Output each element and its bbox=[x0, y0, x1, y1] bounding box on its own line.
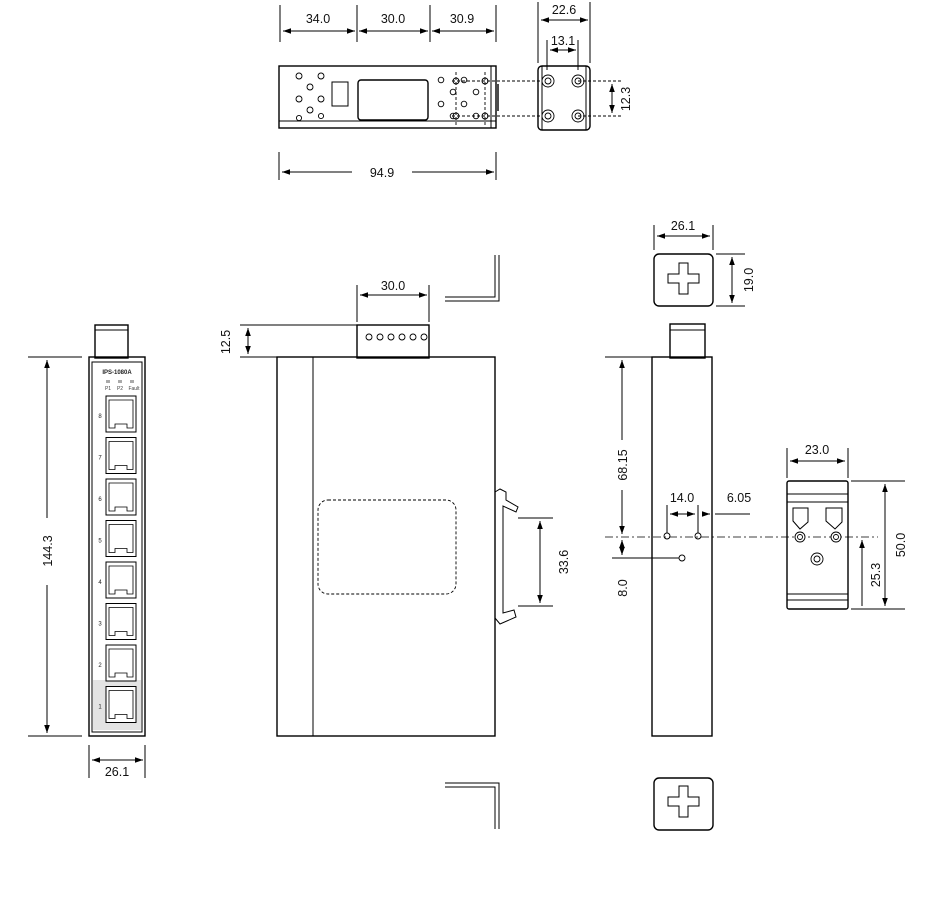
dim-clip-h: 50.0 bbox=[894, 533, 908, 557]
bracket-detail: 22.6 13.1 12.3 bbox=[537, 2, 633, 131]
dim-plate-h: 19.0 bbox=[742, 268, 756, 292]
rj45-port: 7 bbox=[98, 437, 137, 474]
front-model: IPS-1080A bbox=[102, 370, 132, 376]
rj45-port: 2 bbox=[98, 644, 137, 682]
rj45-port: 5 bbox=[98, 520, 137, 557]
rj45-port: 8 bbox=[98, 395, 137, 433]
dim-clip-hole-h: 25.3 bbox=[869, 563, 883, 587]
port-number: 5 bbox=[98, 539, 102, 545]
port-number: 4 bbox=[98, 580, 102, 586]
dim-side-rail-h: 33.6 bbox=[557, 550, 571, 574]
dim-rear-hole-offset: 6.05 bbox=[727, 491, 751, 505]
port-number: 8 bbox=[98, 414, 102, 420]
port-number: 1 bbox=[98, 705, 102, 711]
dim-rear-hole-spacing: 14.0 bbox=[670, 491, 694, 505]
top-view: 34.0 30.0 30.9 bbox=[278, 5, 547, 180]
port-number: 2 bbox=[98, 663, 102, 669]
rear-view: 68.15 8.0 14.0 6.05 bbox=[605, 323, 878, 737]
dim-rear-top: 68.15 bbox=[616, 449, 630, 480]
rj45-ports: 8 7 6 5 4 3 2 1 bbox=[98, 395, 137, 723]
port-number: 7 bbox=[98, 456, 102, 462]
front-view: IPS-1080A P1 P2 Fault 8 7 6 5 4 3 2 1 144.3 26.… bbox=[28, 324, 146, 779]
dim-front-height: 144.3 bbox=[41, 535, 55, 566]
led-label-fault: Fault bbox=[128, 386, 140, 392]
dim-bracket-hole-w: 13.1 bbox=[551, 34, 575, 48]
rj45-port: 3 bbox=[98, 603, 137, 640]
din-clip: 23.0 50.0 25.3 bbox=[786, 443, 908, 610]
dim-bracket-w: 22.6 bbox=[552, 3, 576, 17]
rj45-port: 4 bbox=[98, 561, 137, 599]
rj45-port: 6 bbox=[98, 478, 137, 516]
dim-top-w3: 30.9 bbox=[450, 12, 474, 26]
dim-bracket-hole-h: 12.3 bbox=[619, 87, 633, 111]
led-label-p2: P2 bbox=[117, 386, 123, 392]
mount-plate-top: 26.1 19.0 bbox=[653, 219, 756, 307]
dim-top-w2: 30.0 bbox=[381, 12, 405, 26]
dim-top-w1: 34.0 bbox=[306, 12, 330, 26]
side-view: 30.0 12.5 33.6 bbox=[219, 255, 571, 829]
dim-front-width: 26.1 bbox=[105, 765, 129, 779]
rj45-port: 1 bbox=[98, 686, 137, 723]
port-number: 6 bbox=[98, 497, 102, 503]
led-label-p1: P1 bbox=[105, 386, 111, 392]
dim-top-total: 94.9 bbox=[370, 166, 394, 180]
dim-side-conn-h: 12.5 bbox=[219, 330, 233, 354]
dim-plate-w: 26.1 bbox=[671, 219, 695, 233]
port-number: 3 bbox=[98, 622, 102, 628]
dim-side-conn-w: 30.0 bbox=[381, 279, 405, 293]
dim-rear-hole-down: 8.0 bbox=[616, 579, 630, 596]
mount-plate-bottom bbox=[653, 777, 714, 831]
dim-clip-w: 23.0 bbox=[805, 443, 829, 457]
